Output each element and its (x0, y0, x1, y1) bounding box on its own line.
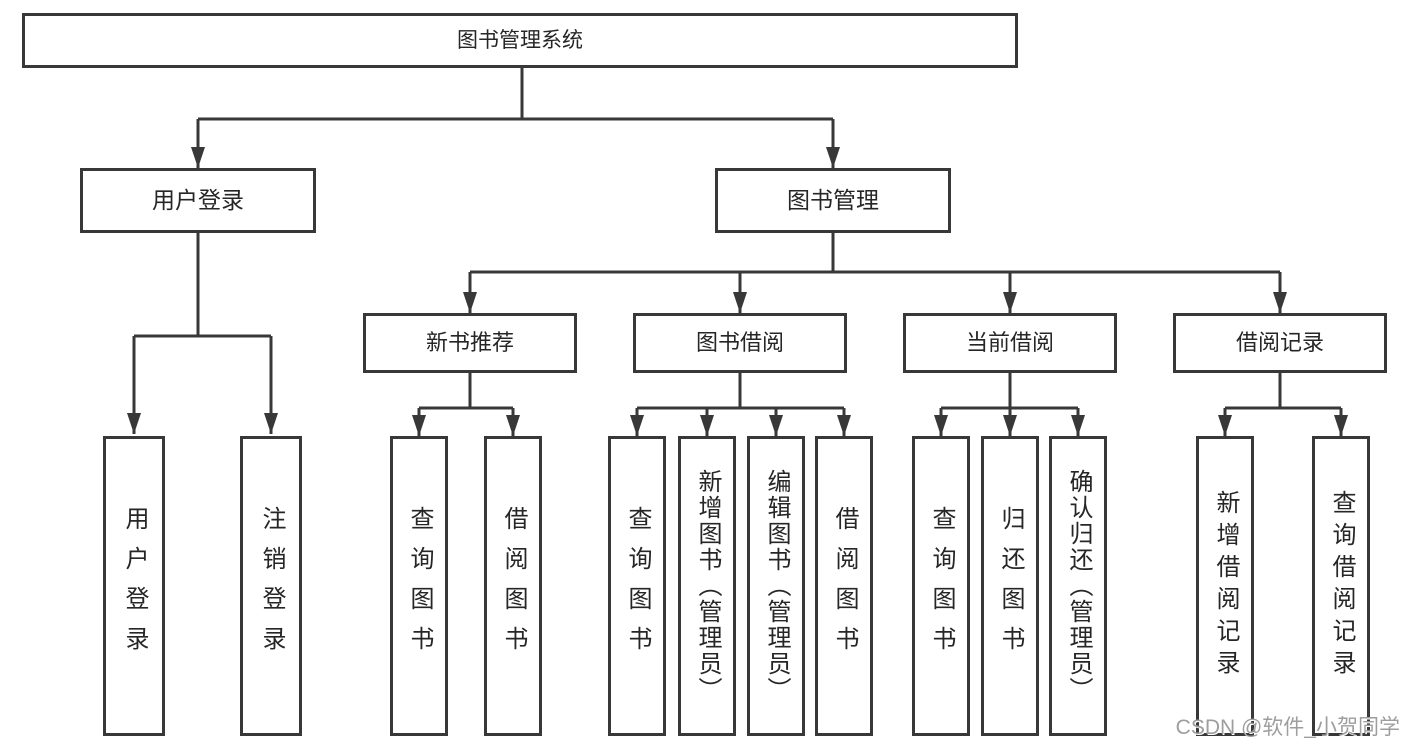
leaf-confirm-return-admin: 确认归还（管理员） (1049, 436, 1107, 736)
node-root-library-system: 图书管理系统 (22, 13, 1018, 68)
node-new-book-recommend: 新书推荐 (363, 313, 577, 373)
csdn-watermark: CSDN @软件_小贺同学 (1175, 716, 1400, 739)
node-book-borrowing: 图书借阅 (633, 313, 847, 373)
leaf-query-books-borrow: 查询图书 (608, 436, 666, 736)
leaf-query-books-recommend: 查询图书 (390, 436, 448, 736)
leaf-borrow-books-recommend: 借阅图书 (484, 436, 542, 736)
node-book-management: 图书管理 (715, 168, 951, 233)
leaf-borrow-books: 借阅图书 (815, 436, 873, 736)
leaf-add-borrow-record: 新增借阅记录 (1196, 436, 1254, 736)
leaf-edit-book-admin: 编辑图书（管理员） (747, 436, 805, 736)
leaf-user-login: 用户登录 (103, 436, 165, 736)
leaf-query-books-current: 查询图书 (912, 436, 970, 736)
leaf-logout: 注销登录 (240, 436, 302, 736)
leaf-add-book-admin: 新增图书（管理员） (678, 436, 736, 736)
node-user-login: 用户登录 (80, 168, 316, 233)
node-current-borrowing: 当前借阅 (903, 313, 1117, 373)
node-borrowing-records: 借阅记录 (1173, 313, 1387, 373)
leaf-query-borrow-record: 查询借阅记录 (1312, 436, 1370, 736)
leaf-return-book: 归还图书 (981, 436, 1039, 736)
